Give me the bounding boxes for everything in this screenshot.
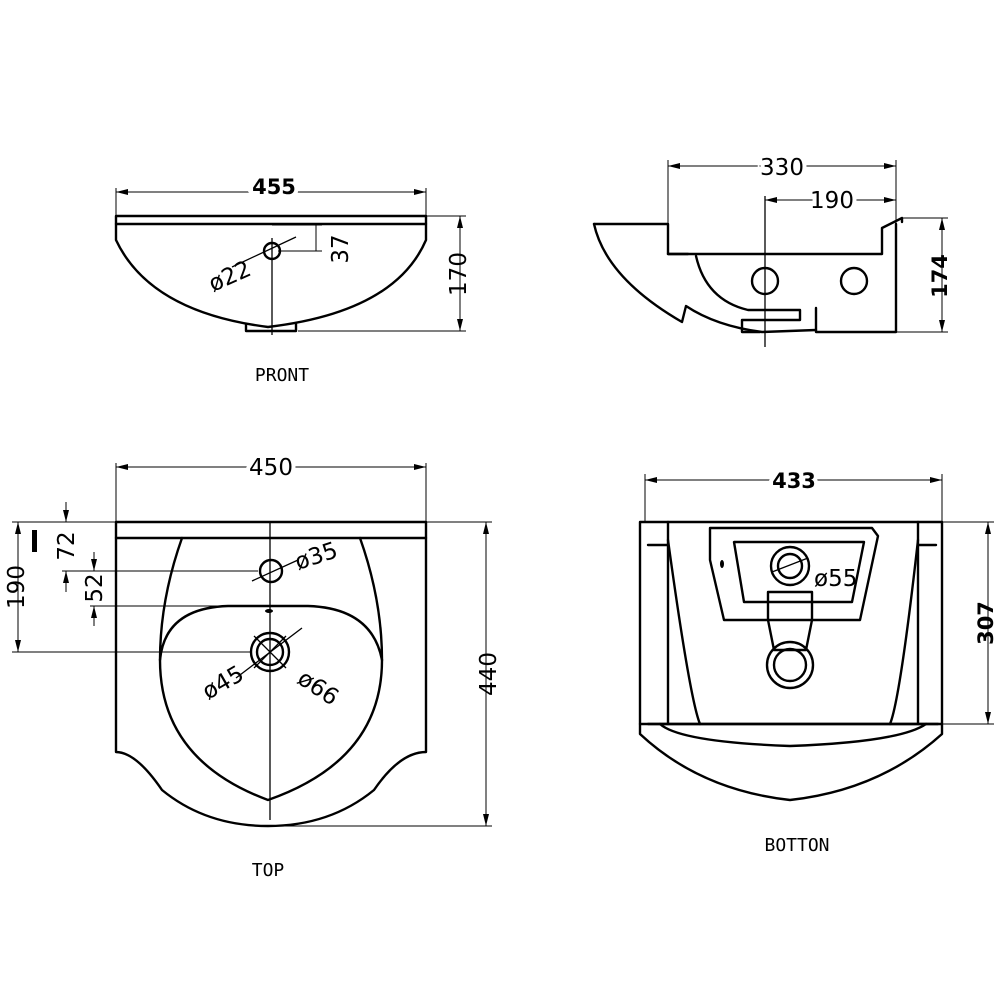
top-edge-marker bbox=[32, 530, 37, 552]
top-d3-dimension: 52 bbox=[82, 552, 232, 626]
front-height-label: 170 bbox=[446, 252, 472, 296]
top-width-label: 450 bbox=[249, 455, 293, 481]
top-d2-dimension: 72 bbox=[54, 502, 258, 592]
front-view-label: PRONT bbox=[255, 365, 309, 386]
side-height-dimension: 174 bbox=[896, 217, 952, 333]
top-depth-label: 440 bbox=[476, 652, 502, 696]
front-tap-offset-label: 37 bbox=[328, 234, 354, 263]
side-basin-outline bbox=[592, 216, 904, 334]
top-depth-dimension: 440 bbox=[268, 521, 502, 827]
top-tap-hole-label: ø35 bbox=[292, 538, 341, 576]
front-width-dimension: 455 bbox=[115, 171, 427, 216]
side-depth-label: 330 bbox=[760, 155, 804, 181]
side-depth-dimension: 330 bbox=[667, 151, 897, 224]
front-view: 455 170 ø22 37 PRONT bbox=[114, 171, 472, 386]
top-waste-outlet bbox=[235, 522, 303, 820]
top-waste-inner-label: ø45 bbox=[198, 661, 249, 705]
front-tap-hole bbox=[231, 224, 322, 335]
top-d1-label: 190 bbox=[4, 565, 30, 609]
bottom-basin-outline bbox=[638, 520, 944, 802]
bottom-width-label: 433 bbox=[772, 469, 816, 493]
top-view-label: TOP bbox=[252, 860, 285, 881]
side-hole-offset-label: 190 bbox=[810, 188, 854, 214]
bottom-view: 433 307 ø55 BOTTON bbox=[638, 465, 998, 856]
top-view: 450 440 190 72 bbox=[4, 451, 502, 881]
front-basin-outline bbox=[114, 214, 428, 333]
front-height-dimension: 170 bbox=[298, 215, 472, 332]
top-tap-hole bbox=[251, 558, 299, 613]
bottom-width-dimension: 433 bbox=[644, 465, 943, 522]
front-tap-hole-dia-label: ø22 bbox=[205, 256, 255, 297]
top-basin-outline bbox=[114, 520, 428, 828]
top-d3-label: 52 bbox=[82, 573, 108, 602]
top-d1-dimension: 190 bbox=[4, 521, 250, 653]
bottom-view-label: BOTTON bbox=[764, 835, 829, 856]
top-d2-label: 72 bbox=[54, 531, 80, 560]
bottom-waste-hole-label: ø55 bbox=[814, 566, 857, 592]
top-width-dimension: 450 bbox=[115, 451, 427, 522]
front-width-label: 455 bbox=[252, 175, 296, 199]
bottom-height-dimension: 307 bbox=[942, 521, 998, 725]
bottom-waste-mount bbox=[708, 526, 880, 690]
side-mount-hole bbox=[839, 266, 869, 296]
side-view: 330 190 174 bbox=[592, 151, 952, 347]
top-waste-outer-label: ø66 bbox=[293, 665, 343, 711]
bottom-height-label: 307 bbox=[974, 601, 998, 645]
side-height-label: 174 bbox=[928, 254, 952, 298]
side-hole-offset-dimension: 190 bbox=[765, 184, 896, 218]
